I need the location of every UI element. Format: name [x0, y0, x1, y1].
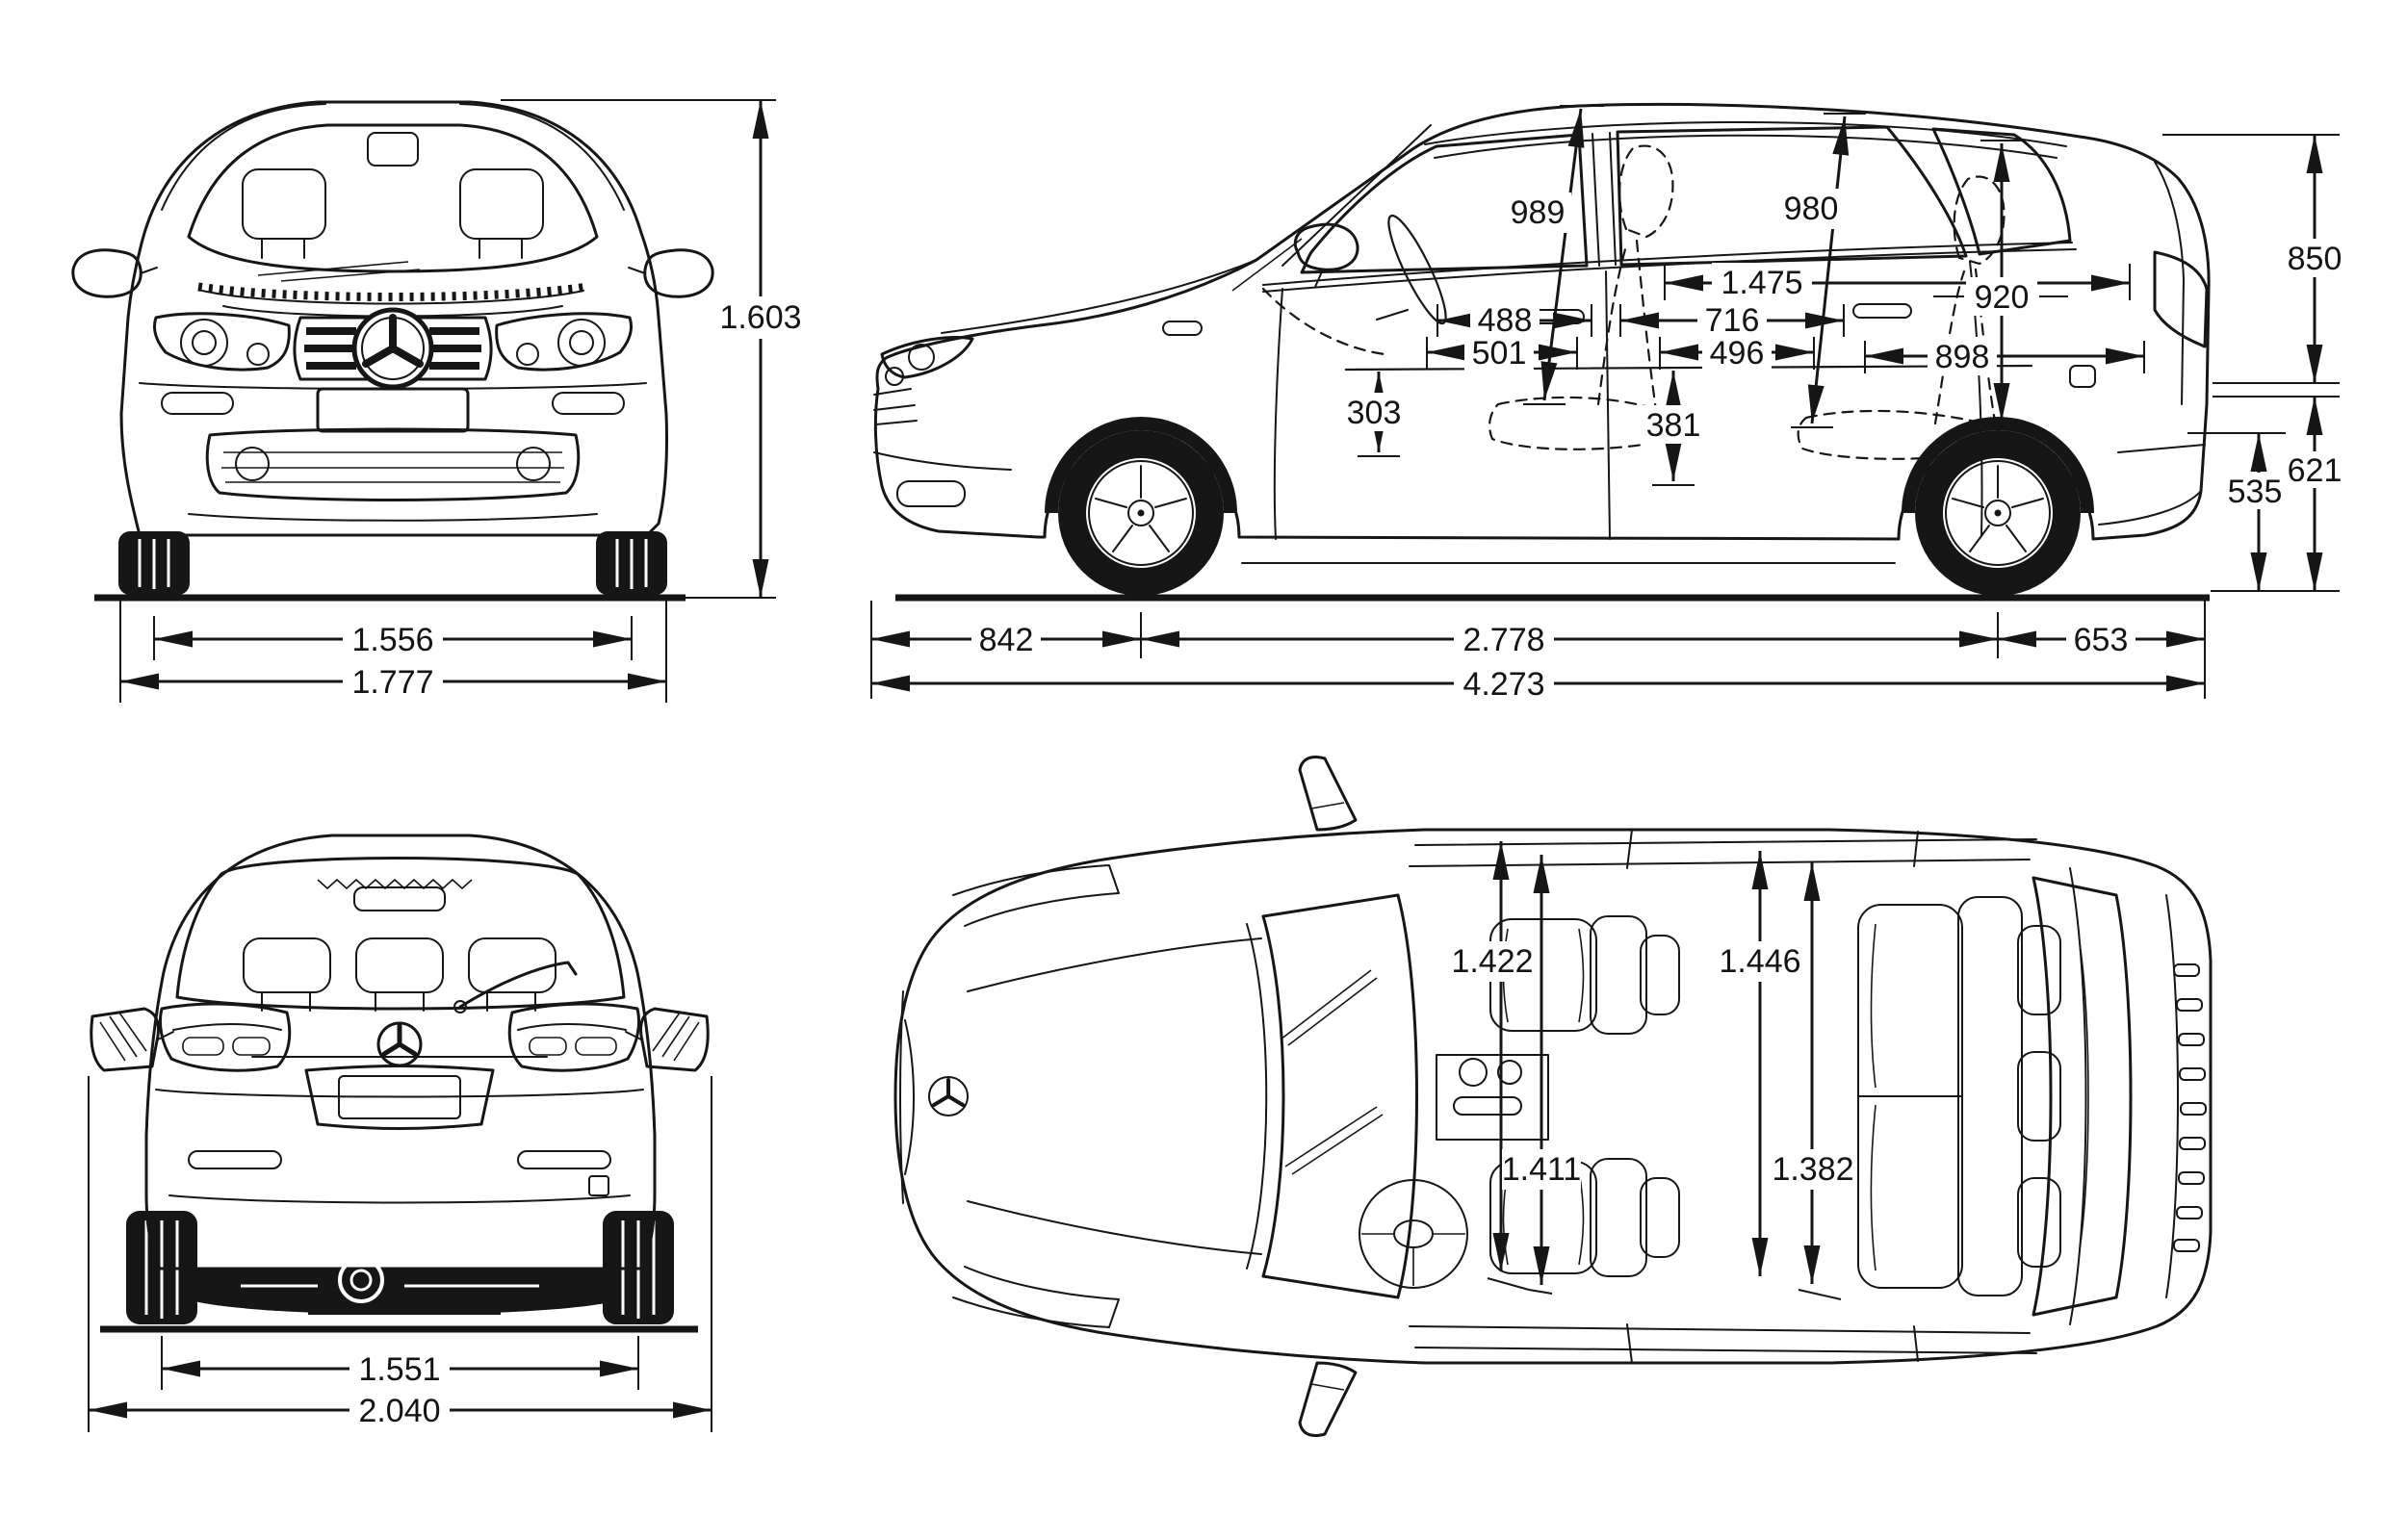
dim-rear-cabin-width-upper: 1.446	[1719, 943, 1800, 980]
dim-wheelbase: 2.778	[1462, 622, 1544, 658]
dim-width-incl-mirrors: 2.040	[358, 1393, 440, 1429]
front-view-mirrors	[71, 248, 714, 298]
front-view: 1.603 1.556 1.777	[71, 99, 811, 703]
dim-front-seat-lower: 501	[1472, 335, 1527, 372]
front-view-headlights	[152, 312, 634, 372]
dim-rear-pillar-height: 920	[1975, 279, 2030, 316]
dim-rear-cabin-width-lower: 1.382	[1772, 1151, 1853, 1188]
dim-mid-seat-upper: 716	[1705, 302, 1760, 339]
front-view-bumper	[139, 382, 647, 522]
dim-tailgate-opening-height: 850	[2288, 241, 2342, 277]
mb-star-icon	[351, 307, 434, 390]
dim-body-width: 1.777	[351, 664, 433, 701]
front-view-dimensions: 1.603 1.556 1.777	[119, 99, 811, 703]
top-view-dimensions: 1.422 1.446 1.411 1.382	[1450, 841, 1854, 1300]
front-view-grille	[293, 307, 493, 390]
top-mb-star-icon	[928, 1076, 969, 1116]
dim-rear-seat-height: 381	[1646, 407, 1701, 444]
dim-rear-overhang: 653	[2074, 622, 2129, 658]
dim-front-track: 1.556	[351, 622, 433, 658]
side-view-wheels	[1045, 417, 2094, 597]
rear-bumper-step-pads	[2173, 963, 2207, 1252]
dim-mid-seat-lower: 496	[1710, 335, 1765, 372]
dim-front-overhang: 842	[979, 622, 1034, 658]
top-view: 1.422 1.446 1.411 1.382	[893, 756, 2213, 1437]
front-view-wheels	[116, 529, 669, 597]
dim-load-sill-height: 535	[2228, 474, 2283, 510]
dim-front-cabin-width-lower: 1.411	[1502, 1151, 1582, 1188]
dim-front-headroom: 989	[1511, 194, 1566, 231]
dim-front-cabin-width-upper: 1.422	[1451, 943, 1533, 980]
top-view-interior	[1359, 896, 2061, 1296]
top-view-mirrors	[1298, 756, 1358, 1437]
dim-overall-height: 1.603	[719, 299, 801, 336]
rear-view: 1.551 2.040	[88, 834, 712, 1432]
dim-front-seat-upper: 488	[1478, 302, 1533, 339]
steering-wheel	[1359, 1179, 1468, 1289]
rear-view-mirrors	[90, 1007, 710, 1072]
rear-view-underbody	[193, 1257, 616, 1315]
dim-interior-length: 1.475	[1721, 265, 1802, 301]
dim-overall-length: 4.273	[1462, 666, 1544, 703]
side-view-dimensions: 989 980 1.475 488 716 501 496 898 303 38…	[870, 105, 2351, 703]
rear-mb-star-icon	[376, 1021, 423, 1067]
rear-view-dimensions: 1.551 2.040	[88, 1076, 712, 1432]
dim-rear-headroom: 980	[1784, 191, 1839, 227]
top-view-body	[893, 828, 2213, 1365]
side-view: 989 980 1.475 488 716 501 496 898 303 38…	[870, 102, 2351, 703]
dim-rear-seat-span: 898	[1935, 339, 1990, 375]
dim-front-seat-height: 303	[1347, 395, 1402, 431]
dim-rear-track: 1.551	[358, 1351, 440, 1388]
front-view-body	[119, 100, 669, 537]
rear-view-body	[144, 834, 657, 1270]
dim-rear-lamp-height: 621	[2288, 452, 2342, 489]
rear-view-taillights	[158, 1002, 641, 1072]
